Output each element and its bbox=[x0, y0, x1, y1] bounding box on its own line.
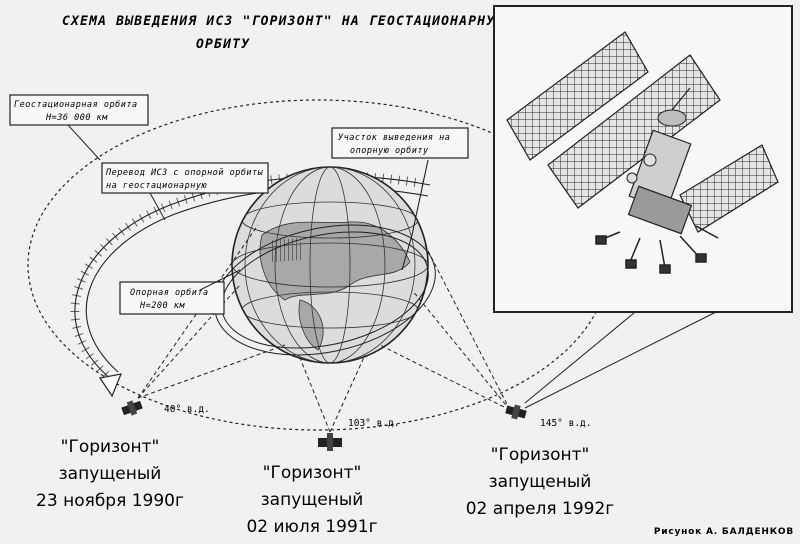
transfer-arrow bbox=[98, 373, 122, 398]
illustration-credit: Рисунок А. БАЛДЕНКОВ bbox=[654, 527, 794, 537]
callout-parking-orbit-line1: Опорная орбита bbox=[130, 287, 209, 298]
satellite-icon bbox=[318, 433, 342, 451]
solar-panel-lower bbox=[679, 144, 779, 233]
callout-transfer-line1: Перевод ИСЗ с опорной орбиты bbox=[105, 167, 264, 178]
callout-parking-orbit: Опорная орбита H=200 км bbox=[119, 269, 241, 315]
callout-geo-orbit: Геостационарная орбита H=36 000 км bbox=[9, 94, 149, 161]
inset-connector-bottom bbox=[524, 309, 721, 409]
solar-panel-upper-left bbox=[506, 31, 649, 161]
callout-insertion-line1: Участок выведения на bbox=[338, 133, 450, 143]
satellite-2-status: запущеный bbox=[261, 490, 364, 510]
callout-geo-orbit-line1: Геостационарная орбита bbox=[14, 99, 138, 110]
satellite-3-date: 02 апреля 1992г bbox=[466, 499, 615, 519]
callout-parking-orbit-line2: H=200 км bbox=[139, 301, 185, 311]
satellite-illustration bbox=[506, 31, 779, 274]
satellite-3-name: "Горизонт" bbox=[491, 445, 590, 465]
satellite-1-caption: "Горизонт" запущеный 23 ноября 1990г bbox=[36, 437, 184, 511]
diagram-title-line2: ОРБИТУ bbox=[196, 37, 250, 52]
antenna-array bbox=[595, 225, 719, 274]
satellite-icon bbox=[121, 400, 143, 416]
callout-insertion-line2: опорную орбиту bbox=[350, 145, 429, 156]
satellite-2-degree: 103° в.д. bbox=[348, 418, 399, 429]
insertion-trajectory bbox=[401, 159, 429, 271]
satellite-1-name: "Горизонт" bbox=[61, 437, 160, 457]
satellite-icon bbox=[505, 404, 527, 420]
satellite-2-date: 02 июля 1991г bbox=[246, 517, 377, 537]
satellite-2-name: "Горизонт" bbox=[263, 463, 362, 483]
satellite-1-date: 23 ноября 1990г bbox=[36, 491, 184, 511]
callout-insertion: Участок выведения на опорную орбиту bbox=[331, 127, 469, 159]
callout-transfer-line2: на геостационарную bbox=[106, 181, 207, 191]
satellite-inset bbox=[493, 5, 793, 313]
solar-panel-upper-right bbox=[547, 54, 721, 209]
satellite-3-caption: "Горизонт" запущеный 02 апреля 1992г bbox=[466, 445, 615, 519]
satellite-3-degree: 145° в.д. bbox=[540, 418, 591, 429]
satellite-3-status: запущеный bbox=[489, 472, 592, 492]
earth-globe bbox=[231, 166, 429, 364]
satellite-1-degree: 40° в.д. bbox=[164, 404, 210, 415]
callout-transfer: Перевод ИСЗ с опорной орбиты на геостаци… bbox=[101, 162, 269, 221]
callout-geo-orbit-line2: H=36 000 км bbox=[45, 113, 108, 123]
satellite-2-caption: "Горизонт" запущеный 02 июля 1991г bbox=[246, 463, 377, 537]
diagram-title-line1: СХЕМА ВЫВЕДЕНИЯ ИСЗ "ГОРИЗОНТ" НА ГЕОСТА… bbox=[62, 14, 504, 29]
satellite-1-status: запущеный bbox=[59, 464, 162, 484]
inset-connector-top bbox=[524, 307, 641, 404]
satellite-body bbox=[626, 87, 693, 235]
